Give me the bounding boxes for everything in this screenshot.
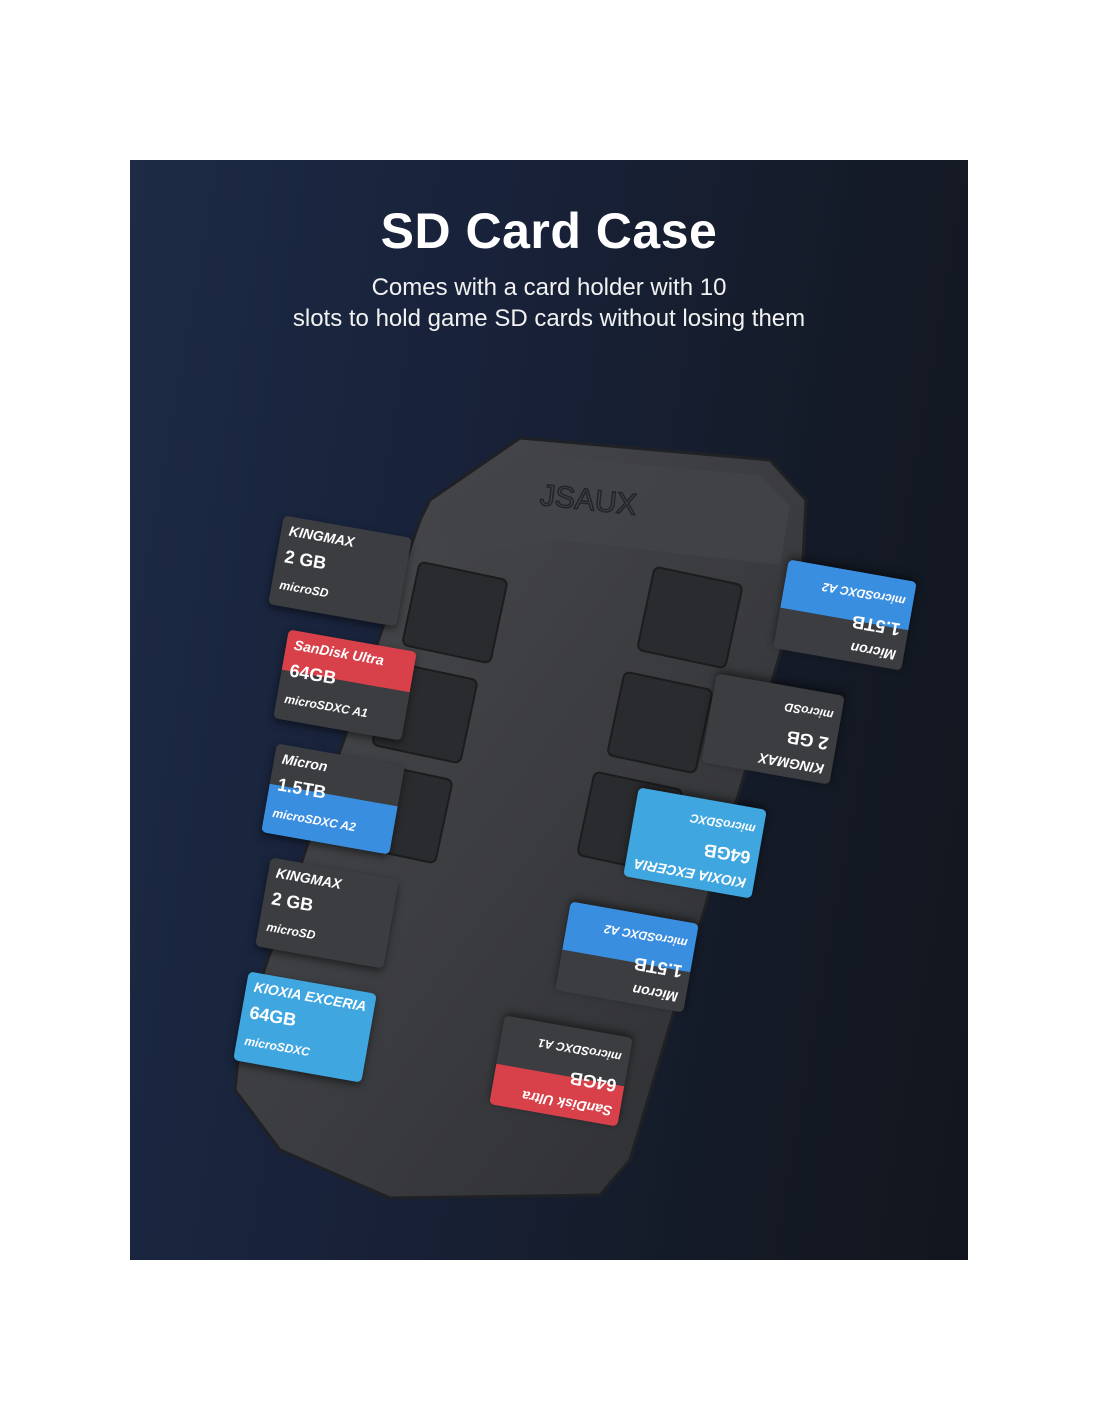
subtitle-line-2: slots to hold game SD cards without losi… (292, 305, 806, 332)
card-type: microSDXC (243, 1033, 311, 1060)
card-capacity: 2 GB (282, 546, 328, 574)
card-brand: KINGMAX (757, 750, 826, 778)
card-type: microSD (265, 919, 317, 943)
product-banner: SD Card Case Comes with a card holder wi… (130, 160, 968, 1260)
case-lid (430, 455, 790, 565)
card-capacity: 2 GB (269, 888, 315, 916)
subtitle-line-1: Comes with a card holder with 10 (371, 274, 727, 301)
card-capacity: 64GB (702, 839, 753, 868)
card-capacity: 64GB (247, 1002, 298, 1031)
card-type: microSD (783, 699, 835, 723)
card-type: microSDXC (689, 810, 757, 837)
card-brand: KINGMAX (287, 522, 356, 550)
card-type: microSD (278, 577, 330, 601)
page-title: SD Card Case (380, 203, 718, 259)
card-capacity: 2 GB (785, 726, 831, 754)
card-brand: KINGMAX (274, 864, 343, 892)
